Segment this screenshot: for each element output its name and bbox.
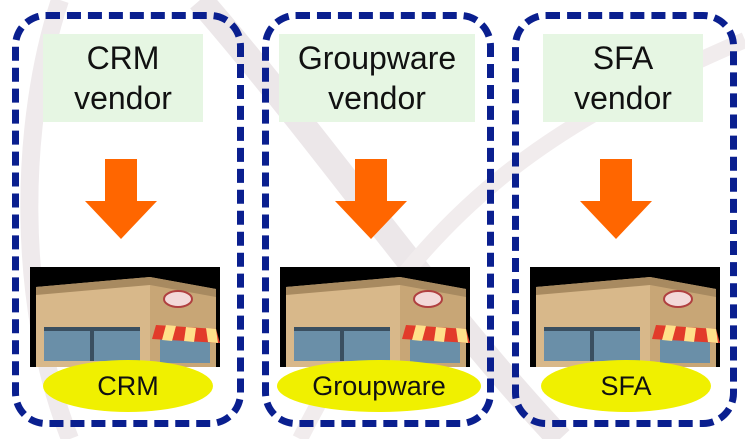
vendor-label-box: Groupware vendor — [279, 34, 475, 122]
product-badge: SFA — [541, 360, 711, 412]
vendor-label-box: CRM vendor — [43, 34, 203, 122]
product-badge-label: CRM — [97, 370, 159, 401]
product-badge-label: SFA — [600, 370, 652, 401]
storefront-icon — [30, 267, 220, 367]
product-badge-label: Groupware — [312, 370, 446, 401]
vendor-column-sfa: SFA vendor SFA — [512, 12, 737, 427]
vendor-label-box: SFA vendor — [543, 34, 703, 122]
down-arrow-icon — [580, 159, 652, 239]
vendor-column-crm: CRM vendor CRM — [12, 12, 244, 427]
product-badge: Groupware — [277, 360, 481, 412]
storefront-icon — [280, 267, 470, 367]
vendor-label: SFA vendor — [574, 40, 672, 116]
down-arrow-icon — [85, 159, 157, 239]
vendor-column-groupware: Groupware vendor Groupware — [262, 12, 494, 427]
product-badge: CRM — [43, 360, 213, 412]
down-arrow-icon — [335, 159, 407, 239]
vendor-label: CRM vendor — [74, 40, 172, 116]
storefront-icon — [530, 267, 720, 367]
vendor-label: Groupware vendor — [297, 40, 457, 116]
